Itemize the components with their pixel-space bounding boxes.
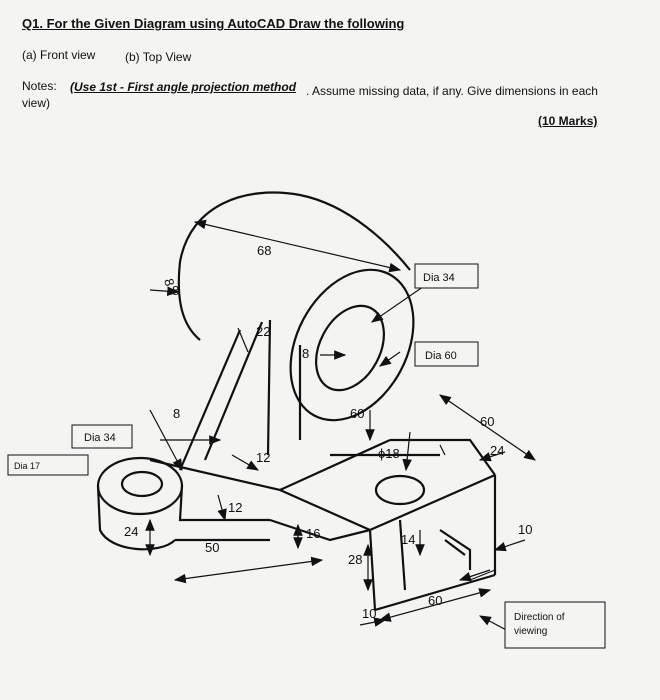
dim-phi-18: ϕ18 (378, 446, 400, 461)
dim-60-a: 60 (350, 406, 364, 421)
dim-28: 28 (348, 552, 362, 567)
notes-text: . Assume missing data, if any. Give dime… (306, 84, 598, 98)
dim-24-right: 24 (490, 443, 504, 458)
dim-8-rib: 8 (173, 406, 180, 421)
question-title: Q1. For the Given Diagram using AutoCAD … (22, 16, 405, 31)
callout-dia-34-top: Dia 34 (423, 272, 455, 284)
notes-label: Notes: (22, 79, 57, 93)
dim-60-bottom: 60 (428, 593, 442, 608)
dim-68: 68 (257, 243, 271, 258)
callout-dia-17: Dia 17 (14, 461, 40, 471)
part-b-top-view: (b) Top View (125, 50, 192, 64)
part-a-front-view: (a) Front view (22, 48, 96, 62)
dim-8-left: 8 (161, 277, 177, 288)
notes-method: (Use 1st - First angle projection method (70, 80, 297, 94)
dim-50: 50 (205, 540, 219, 555)
dim-60-b: 60 (480, 414, 494, 429)
part-outline (96, 191, 497, 612)
dim-24-left: 24 (124, 524, 138, 539)
callout-dia-60: Dia 60 (425, 350, 457, 362)
callout-boxes (7, 263, 606, 649)
marks-label: (10 Marks) (538, 114, 598, 128)
dim-12-b: 12 (228, 500, 242, 515)
dim-12-a: 12 (256, 450, 270, 465)
dim-14: 14 (401, 532, 415, 547)
dim-10-right: 10 (518, 522, 532, 537)
callout-dia-34-left: Dia 34 (84, 432, 116, 444)
direction-of-viewing-line1: Direction of (514, 612, 565, 623)
direction-of-viewing-line2: viewing (514, 626, 547, 637)
dim-22: 22 (256, 324, 270, 339)
dim-8-top: 8 (172, 283, 179, 298)
notes-view: view) (22, 96, 51, 110)
dim-8-mid: 8 (302, 346, 309, 361)
dim-10-bottom: 10 (362, 606, 376, 621)
dim-16: 16 (306, 526, 320, 541)
